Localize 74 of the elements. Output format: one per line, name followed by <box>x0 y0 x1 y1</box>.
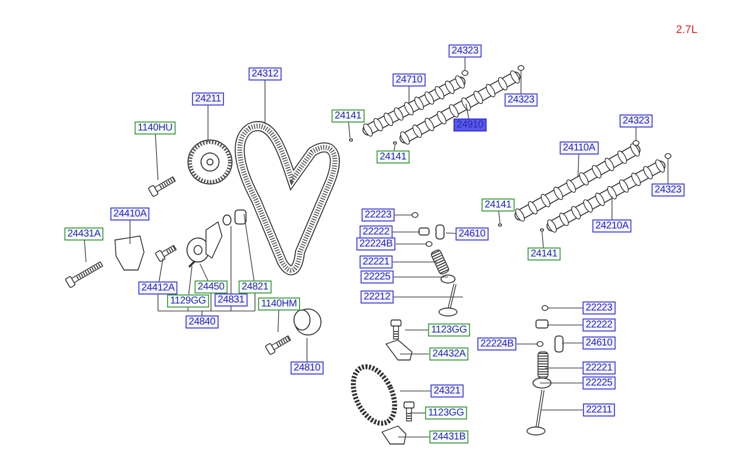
leader-line <box>393 276 448 278</box>
part-number-label: 24810 <box>290 362 324 374</box>
leader-line <box>264 80 266 124</box>
leader-line <box>230 226 232 294</box>
leader-line <box>393 296 464 298</box>
part-number-label: 24610 <box>582 336 616 350</box>
leader-line <box>278 310 280 332</box>
part-number-label: 24141 <box>482 198 514 212</box>
leader-line <box>306 338 308 362</box>
part-number-label: 1129GG <box>167 294 209 308</box>
part-number-label: 22224B <box>477 338 517 350</box>
part-number-label: 24610 <box>456 228 488 240</box>
leader-line <box>84 240 86 262</box>
part-number-label: 24323 <box>448 44 482 58</box>
leader-line <box>348 122 350 138</box>
engine-size-note: 2.7L <box>676 24 698 36</box>
part-number-label: 24323 <box>652 184 684 196</box>
leader-line <box>540 382 583 384</box>
leader-line <box>394 214 412 216</box>
part-number-label: 24910 <box>454 118 486 132</box>
part-number-label: 22212 <box>360 290 394 304</box>
part-number-label: 22221 <box>360 256 392 268</box>
leader-line <box>542 232 544 248</box>
part-number-label: 22225 <box>582 376 616 390</box>
part-number-label: 1140HM <box>258 298 300 310</box>
leader-line <box>188 266 192 295</box>
part-number-label: 22223 <box>582 302 616 314</box>
leader-line <box>408 86 410 104</box>
leader-line <box>520 70 522 94</box>
part-number-label: 24312 <box>248 68 282 80</box>
leader-line <box>244 214 254 281</box>
leader-line <box>394 144 396 151</box>
part-number-label: 24323 <box>620 114 652 128</box>
leader-line <box>398 436 430 438</box>
part-number-label: 1123GG <box>425 406 467 420</box>
leader-line <box>400 390 431 392</box>
leader-line <box>498 211 500 224</box>
part-number-label: 24141 <box>332 110 364 122</box>
part-number-label: 24141 <box>528 248 560 260</box>
part-number-label: 1123GG <box>428 324 470 336</box>
part-number-label: 24321 <box>430 384 464 398</box>
part-number-label: 24710 <box>392 74 426 86</box>
part-number-label: 24432A <box>429 348 469 360</box>
part-number-label: 22222 <box>360 226 392 238</box>
leader-line <box>446 232 456 234</box>
part-number-label: 24431B <box>429 430 469 444</box>
part-number-label: 24821 <box>238 280 272 294</box>
part-number-label: 24210A <box>592 220 632 232</box>
leader-line <box>158 258 164 282</box>
part-number-label: 22222 <box>582 318 616 332</box>
part-number-label: 24450 <box>194 280 228 294</box>
part-number-label: 24412A <box>138 282 178 294</box>
leader-line <box>154 134 158 180</box>
part-number-label: 24831 <box>214 294 248 306</box>
part-number-label: 22223 <box>362 208 394 222</box>
part-number-label: 1140HU <box>134 122 176 134</box>
part-number-label: 24410A <box>110 208 150 220</box>
part-number-label: 24323 <box>504 94 538 106</box>
part-number-label: 22224B <box>356 238 396 250</box>
leader-line <box>466 104 470 119</box>
leader-line <box>464 57 466 70</box>
part-number-label: 22221 <box>582 362 616 374</box>
leader-line <box>200 264 208 281</box>
part-number-label: 24110A <box>560 142 598 154</box>
leader-line <box>546 324 583 326</box>
part-number-label: 24141 <box>376 150 410 164</box>
part-number-label: 22211 <box>582 404 616 416</box>
part-number-label: 24840 <box>186 316 218 328</box>
leader-line <box>562 342 583 344</box>
part-number-label: 24211 <box>192 92 224 106</box>
leader-line <box>578 154 580 176</box>
leader-line <box>410 412 426 414</box>
part-number-label: 22225 <box>360 270 394 284</box>
part-number-label: 24431A <box>64 228 104 240</box>
